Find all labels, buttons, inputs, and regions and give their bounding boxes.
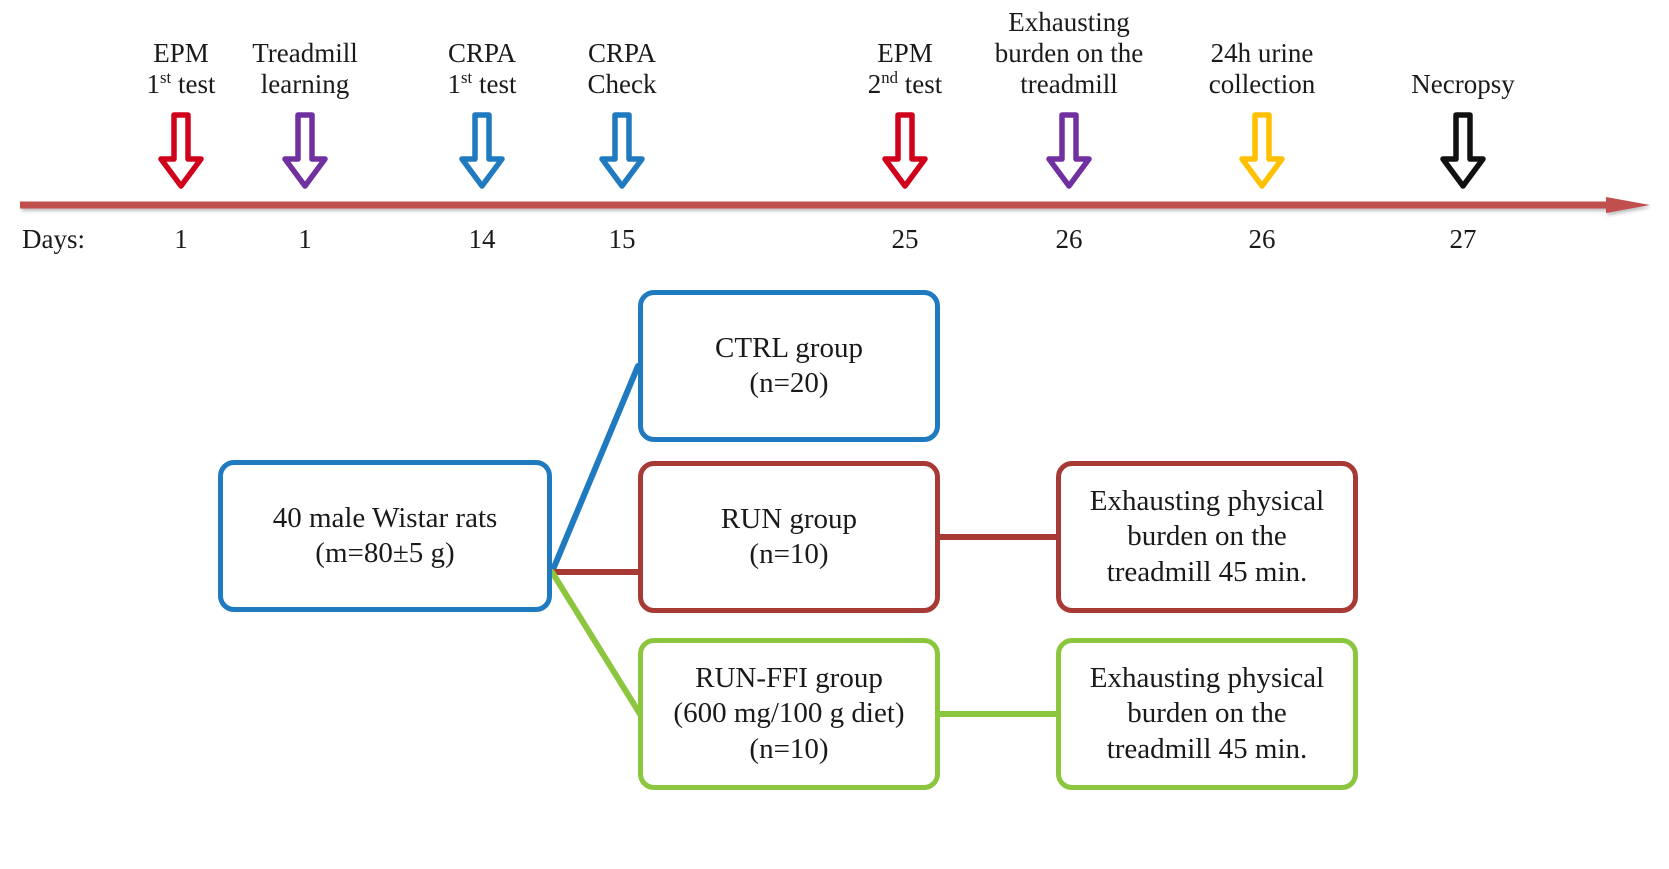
timeline-arrow-exhausting-burden-treadmill <box>1046 112 1092 189</box>
run-ffi-burden-box: Exhausting physical burden on the treadm… <box>1056 638 1358 790</box>
timeline-day-exhausting-burden-treadmill: 26 <box>1055 224 1083 254</box>
run-burden-box: Exhausting physical burden on the treadm… <box>1056 461 1358 613</box>
timeline-arrow-necropsy <box>1440 112 1486 189</box>
timeline-arrow-epm-1st-test <box>158 112 204 189</box>
run-ffi-group-box: RUN-FFI group (600 mg/100 g diet) (n=10) <box>638 638 940 790</box>
timeline-arrow-epm-2nd-test <box>882 112 928 189</box>
timeline-day-crpa-1st-test: 14 <box>468 224 496 254</box>
ctrl-group-box: CTRL group (n=20) <box>638 290 940 442</box>
source-box-rats: 40 male Wistar rats (m=80±5 g) <box>218 460 552 612</box>
timeline-day-epm-2nd-test: 25 <box>891 224 919 254</box>
timeline-arrow-crpa-check <box>599 112 645 189</box>
timeline-day-epm-1st-test: 1 <box>174 224 188 254</box>
run-group-box: RUN group (n=10) <box>638 461 940 613</box>
timeline-day-treadmill-learning: 1 <box>298 224 312 254</box>
timeline-label-necropsy: Necropsy <box>1411 69 1515 99</box>
timeline-day-necropsy: 27 <box>1449 224 1477 254</box>
days-axis-label: Days: <box>22 224 85 254</box>
timeline-arrow-treadmill-learning <box>282 112 328 189</box>
timeline-arrow-crpa-1st-test <box>459 112 505 189</box>
timeline-arrow-urine-collection <box>1239 112 1285 189</box>
timeline-day-crpa-check: 15 <box>608 224 636 254</box>
timeline-axis <box>20 197 1650 213</box>
timeline-day-urine-collection: 26 <box>1248 224 1276 254</box>
